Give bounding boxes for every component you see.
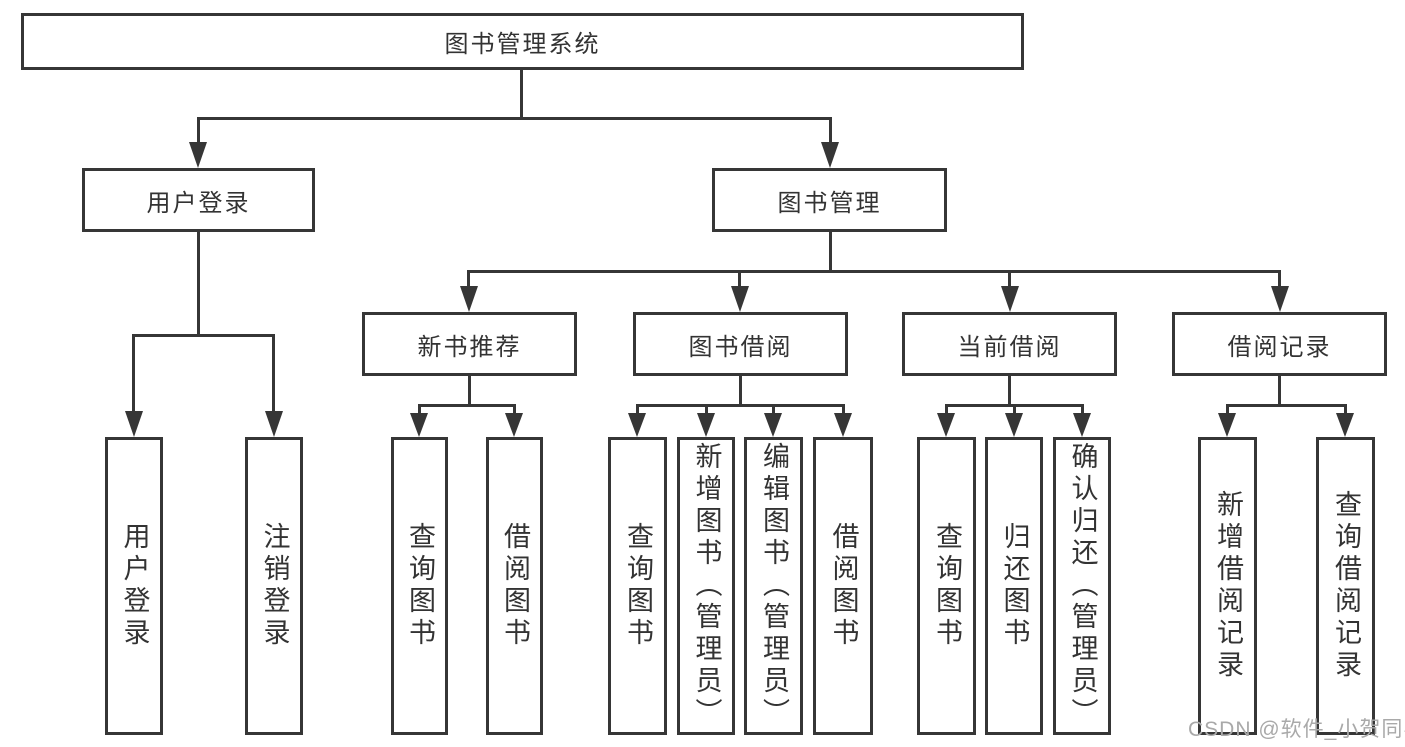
- leaf-edit-book-admin: 编辑图书（管理员）: [744, 437, 803, 735]
- leaf-user-login: 用户登录: [105, 437, 163, 735]
- node-borrow-records: 借阅记录: [1172, 312, 1387, 376]
- arrow-down-icon: [697, 413, 715, 437]
- node-library-system: 图书管理系统: [21, 13, 1024, 70]
- leaf-add-borrow-record: 新增借阅记录: [1198, 437, 1257, 735]
- connector-line: [705, 404, 708, 415]
- connector-line: [418, 404, 421, 415]
- arrow-down-icon: [460, 286, 478, 312]
- connector-line: [636, 404, 844, 407]
- connector-line: [772, 404, 775, 415]
- connector-line: [1226, 404, 1346, 407]
- connector-line: [829, 232, 832, 273]
- connector-line: [739, 376, 742, 407]
- leaf-return-book: 归还图书: [985, 437, 1043, 735]
- arrow-down-icon: [265, 411, 283, 437]
- connector-line: [197, 232, 200, 337]
- leaf-query-borrow-record: 查询借阅记录: [1316, 437, 1375, 735]
- arrow-down-icon: [1218, 413, 1236, 437]
- connector-line: [468, 376, 471, 407]
- connector-line: [1013, 404, 1016, 415]
- connector-line: [133, 334, 275, 337]
- connector-line: [520, 70, 523, 118]
- arrow-down-icon: [834, 413, 852, 437]
- connector-line: [636, 404, 639, 415]
- leaf-query-books-current: 查询图书: [917, 437, 976, 735]
- arrow-down-icon: [1005, 413, 1023, 437]
- leaf-borrow-books-borrow: 借阅图书: [813, 437, 873, 735]
- arrow-down-icon: [1271, 286, 1289, 312]
- arrow-down-icon: [937, 413, 955, 437]
- leaf-logout: 注销登录: [245, 437, 303, 735]
- arrow-down-icon: [731, 286, 749, 312]
- arrow-down-icon: [1336, 413, 1354, 437]
- connector-line: [467, 270, 1281, 273]
- connector-line: [1278, 270, 1281, 288]
- arrow-down-icon: [1001, 286, 1019, 312]
- arrow-down-icon: [505, 413, 523, 437]
- node-new-book-recommend: 新书推荐: [362, 312, 577, 376]
- node-current-borrow: 当前借阅: [902, 312, 1117, 376]
- arrow-down-icon: [1073, 413, 1091, 437]
- connector-line: [513, 404, 516, 415]
- connector-line: [1278, 376, 1281, 407]
- connector-line: [842, 404, 845, 415]
- connector-line: [1008, 270, 1011, 288]
- connector-line: [1008, 376, 1011, 407]
- connector-line: [1226, 404, 1229, 415]
- connector-line: [945, 404, 948, 415]
- watermark: CSDN @软件_小贺同学: [1188, 718, 1405, 741]
- node-user-login: 用户登录: [82, 168, 315, 232]
- arrow-down-icon: [764, 413, 782, 437]
- connector-line: [1081, 404, 1084, 415]
- leaf-add-book-admin: 新增图书（管理员）: [677, 437, 735, 735]
- connector-line: [418, 404, 516, 407]
- node-book-borrow: 图书借阅: [633, 312, 848, 376]
- connector-line: [829, 117, 832, 144]
- connector-line: [467, 270, 470, 288]
- arrow-down-icon: [125, 411, 143, 437]
- connector-line: [1344, 404, 1347, 415]
- arrow-down-icon: [410, 413, 428, 437]
- arrow-down-icon: [189, 142, 207, 168]
- connector-line: [738, 270, 741, 288]
- arrow-down-icon: [821, 142, 839, 168]
- leaf-borrow-books-recommend: 借阅图书: [486, 437, 543, 735]
- connector-line: [132, 334, 135, 413]
- leaf-query-books-borrow: 查询图书: [608, 437, 667, 735]
- arrow-down-icon: [628, 413, 646, 437]
- node-book-management: 图书管理: [712, 168, 947, 232]
- connector-line: [197, 117, 832, 120]
- connector-line: [197, 117, 200, 144]
- connector-line: [272, 334, 275, 413]
- leaf-confirm-return-admin: 确认归还（管理员）: [1053, 437, 1111, 735]
- leaf-query-books-recommend: 查询图书: [391, 437, 448, 735]
